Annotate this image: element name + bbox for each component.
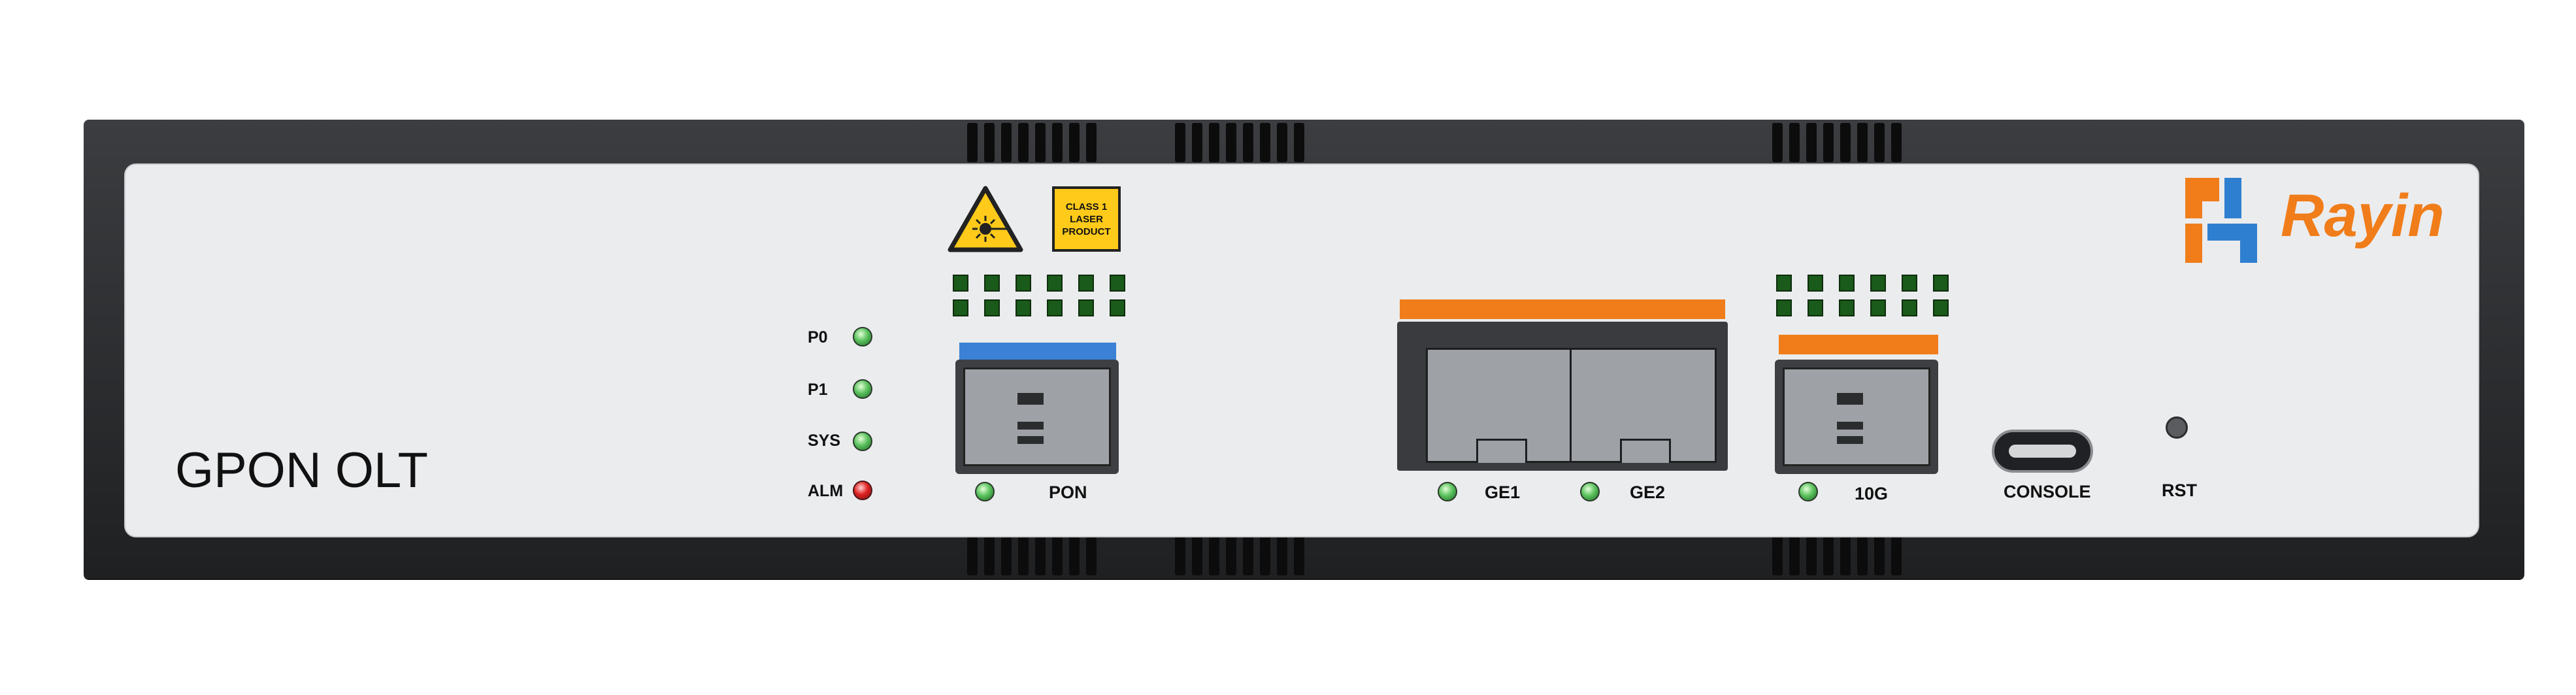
tengig-label: 10G — [1855, 484, 1889, 503]
led-p0 — [853, 327, 872, 347]
tengig-led — [1798, 482, 1818, 501]
laser-class-line2: LASER — [1070, 213, 1103, 225]
tengig-sfp-port[interactable] — [1775, 360, 1938, 474]
led-label-p0: P0 — [808, 328, 828, 347]
brand-name: Rayin — [2281, 182, 2445, 249]
laser-class-line3: PRODUCT — [1062, 226, 1111, 237]
ge1-led — [1438, 482, 1457, 501]
console-usb-c-port[interactable] — [1992, 430, 2093, 473]
brand-logo-icon — [2179, 171, 2264, 273]
ge-color-strip — [1400, 299, 1725, 319]
laser-class-label: CLASS 1 LASER PRODUCT — [1052, 186, 1121, 252]
product-name: GPON OLT — [175, 443, 429, 498]
tengig-sfp-cage — [1783, 367, 1930, 466]
ge2-label: GE2 — [1630, 483, 1666, 502]
led-p1 — [853, 379, 872, 399]
rst-label: RST — [2162, 481, 2197, 500]
bottom-vent-center — [1175, 536, 1304, 575]
pon-sfp-cage — [963, 367, 1111, 466]
ge2-port[interactable] — [1570, 348, 1717, 463]
ge1-port[interactable] — [1426, 348, 1573, 463]
reset-button[interactable] — [2166, 416, 2188, 439]
led-sys — [853, 432, 872, 451]
pon-color-strip — [959, 343, 1116, 362]
console-label: CONSOLE — [2004, 482, 2091, 501]
top-vent-right — [1772, 123, 1902, 162]
pon-indicator-grid — [953, 275, 1125, 316]
led-label-sys: SYS — [808, 432, 841, 450]
tengig-color-strip — [1779, 335, 1938, 354]
top-vent-left — [967, 123, 1097, 162]
tengig-indicator-grid — [1776, 275, 1949, 316]
led-label-alm: ALM — [808, 482, 844, 500]
pon-label: PON — [1049, 483, 1087, 502]
laser-warning-icon — [946, 184, 1025, 257]
pon-sfp-port[interactable] — [955, 360, 1119, 474]
laser-class-line1: CLASS 1 — [1065, 201, 1108, 212]
front-faceplate — [124, 163, 2479, 537]
ge1-label: GE1 — [1485, 483, 1521, 502]
pon-led — [975, 482, 995, 501]
led-label-p1: P1 — [808, 381, 828, 399]
ge-port-block — [1397, 322, 1728, 471]
bottom-vent-right — [1772, 536, 1902, 575]
top-vent-center — [1175, 123, 1304, 162]
bottom-vent-left — [967, 536, 1097, 575]
led-alm — [853, 481, 872, 500]
ge2-led — [1580, 482, 1600, 501]
